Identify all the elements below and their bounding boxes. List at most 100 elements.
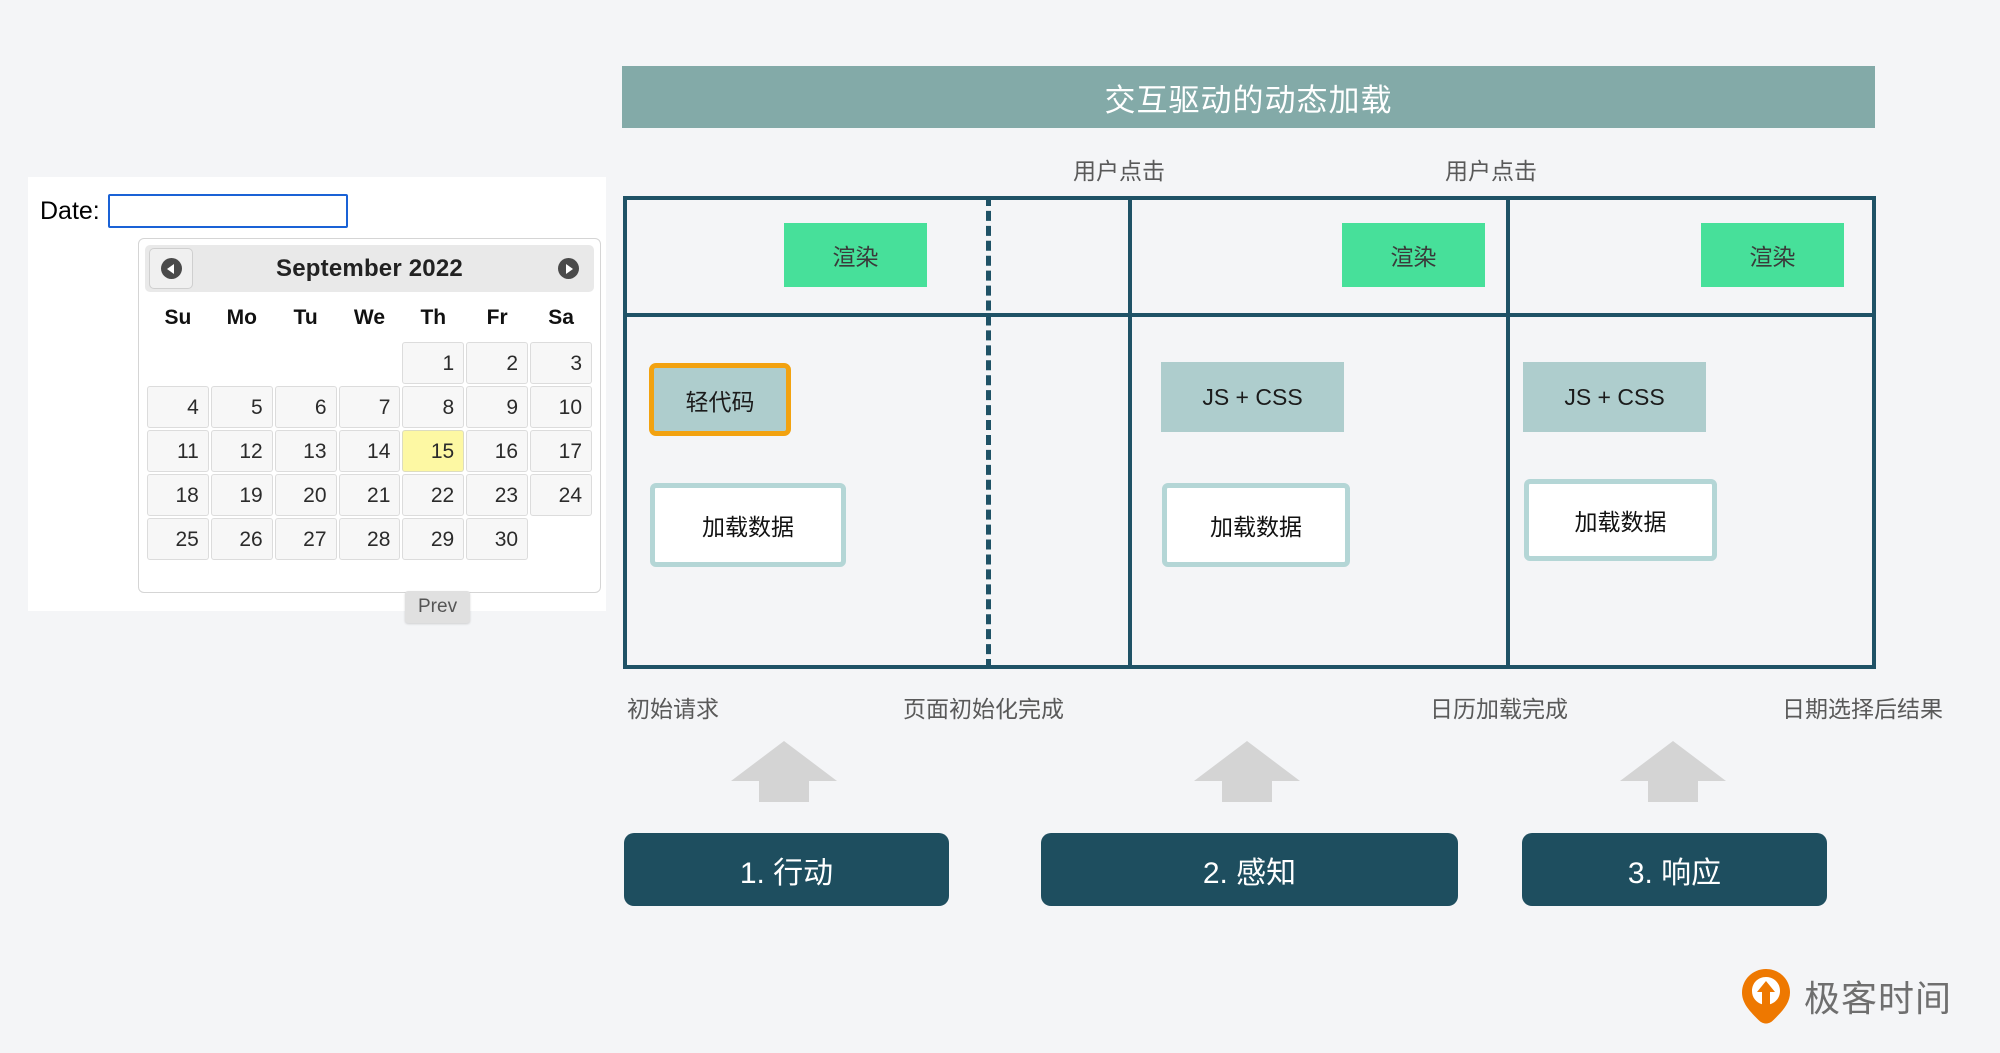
calendar-day-cell[interactable]: 13 bbox=[274, 430, 337, 472]
calendar-day-cell[interactable]: 25 bbox=[147, 518, 209, 560]
stage-label: 日历加载完成 bbox=[1430, 696, 1568, 722]
render-box: 渲染 bbox=[784, 223, 927, 287]
calendar-day-cell[interactable]: 9 bbox=[466, 386, 529, 428]
calendar-day-cell[interactable]: 2 bbox=[466, 342, 529, 384]
render-box: 渲染 bbox=[1342, 223, 1485, 287]
up-arrow-icon bbox=[1620, 741, 1726, 802]
triangle-right-glyph bbox=[565, 263, 573, 274]
date-label: Date: bbox=[40, 196, 100, 225]
calendar-day-container: 26 bbox=[210, 518, 273, 560]
phase-button-action[interactable]: 1. 行动 bbox=[624, 833, 949, 906]
calendar-day-container: 18 bbox=[147, 474, 209, 516]
calendar-day-cell[interactable]: 5 bbox=[210, 386, 273, 428]
matrix-vertical-divider bbox=[1506, 196, 1510, 669]
calendar-day-cell[interactable]: 14 bbox=[338, 430, 401, 472]
up-arrow-icon bbox=[1194, 741, 1300, 802]
calendar-day-container: 21 bbox=[338, 474, 401, 516]
calendar-day-cell[interactable]: 19 bbox=[210, 474, 273, 516]
calendar-day-cell[interactable]: 6 bbox=[274, 386, 337, 428]
load-data-box: 加载数据 bbox=[1524, 479, 1717, 561]
watermark: 极客时间 bbox=[1740, 968, 1952, 1024]
calendar-day-cell[interactable]: 23 bbox=[466, 474, 529, 516]
calendar-day-cell[interactable]: 4 bbox=[147, 386, 209, 428]
datepicker-demo-panel: Date: September 2022 Su Mo Tu bbox=[28, 177, 606, 623]
phase-button-perception[interactable]: 2. 感知 bbox=[1041, 833, 1458, 906]
calendar-month-title: September 2022 bbox=[276, 254, 463, 282]
calendar-day-cell[interactable]: 1 bbox=[402, 342, 465, 384]
matrix-vertical-divider bbox=[1128, 196, 1132, 669]
calendar-header: September 2022 bbox=[145, 245, 594, 292]
calendar-day-cell[interactable]: 7 bbox=[338, 386, 401, 428]
calendar-day-container: 5 bbox=[210, 386, 273, 428]
calendar-day-cell[interactable]: 11 bbox=[147, 430, 209, 472]
calendar-day-container: 28 bbox=[338, 518, 401, 560]
timeline-matrix: 渲染 渲染 渲染 轻代码 JS + CSS JS + CSS 加载数据 加载数据… bbox=[623, 196, 1876, 669]
weekday-header: Th bbox=[420, 306, 447, 329]
stage-label: 页面初始化完成 bbox=[903, 696, 1064, 722]
matrix-horizontal-divider bbox=[623, 313, 1876, 317]
calendar-day-container: 6 bbox=[274, 386, 337, 428]
calendar-day-container: 1 bbox=[402, 342, 465, 384]
next-arrow-icon[interactable] bbox=[546, 248, 590, 289]
calendar-day-container: 9 bbox=[466, 386, 529, 428]
tech-box: JS + CSS bbox=[1161, 362, 1344, 432]
prev-tooltip: Prev bbox=[405, 591, 471, 623]
calendar-day-container: 7 bbox=[338, 386, 401, 428]
calendar-day-cell[interactable]: 29 bbox=[402, 518, 465, 560]
calendar-day-container: 19 bbox=[210, 474, 273, 516]
calendar-day-cell[interactable]: 20 bbox=[274, 474, 337, 516]
calendar-day-cell[interactable]: 8 bbox=[402, 386, 465, 428]
weekday-header: Tu bbox=[293, 306, 318, 329]
calendar-day-container: 3 bbox=[530, 342, 592, 384]
calendar-day-cell[interactable]: 3 bbox=[530, 342, 592, 384]
next-arrow-circle bbox=[557, 258, 579, 279]
calendar-day-cell[interactable]: 27 bbox=[274, 518, 337, 560]
calendar-day-cell[interactable]: 15 bbox=[402, 430, 465, 472]
calendar-day-cell[interactable]: 17 bbox=[530, 430, 592, 472]
calendar-day-cell[interactable]: 30 bbox=[466, 518, 529, 560]
calendar-day-cell[interactable]: 10 bbox=[530, 386, 592, 428]
calendar-day-cell[interactable]: 12 bbox=[210, 430, 273, 472]
calendar-day-container: 17 bbox=[530, 430, 592, 472]
calendar-day-cell[interactable]: 21 bbox=[338, 474, 401, 516]
calendar-day-cell[interactable]: 26 bbox=[210, 518, 273, 560]
diagram-title: 交互驱动的动态加载 bbox=[622, 66, 1875, 128]
calendar-day-container: 27 bbox=[274, 518, 337, 560]
render-box: 渲染 bbox=[1701, 223, 1844, 287]
calendar-day-cell[interactable]: 18 bbox=[147, 474, 209, 516]
load-data-box: 加载数据 bbox=[1162, 483, 1350, 567]
calendar-day-cell[interactable]: 24 bbox=[530, 474, 592, 516]
weekday-header: Fr bbox=[486, 306, 508, 329]
calendar-day-container: 4 bbox=[147, 386, 209, 428]
calendar-day-container: 30 bbox=[466, 518, 529, 560]
calendar-day-cell[interactable]: 16 bbox=[466, 430, 529, 472]
calendar-day-container: 25 bbox=[147, 518, 209, 560]
calendar-day-cell[interactable]: 22 bbox=[402, 474, 465, 516]
load-data-box: 加载数据 bbox=[650, 483, 846, 567]
calendar-day-container: 29 bbox=[402, 518, 465, 560]
tech-box-highlighted: 轻代码 bbox=[649, 363, 791, 436]
user-click-label: 用户点击 bbox=[1073, 158, 1165, 184]
calendar-day-container: 14 bbox=[338, 430, 401, 472]
calendar-day-container: 2 bbox=[466, 342, 529, 384]
calendar-day-container: 20 bbox=[274, 474, 337, 516]
matrix-dashed-divider bbox=[986, 196, 991, 669]
calendar-day-container: 8 bbox=[402, 386, 465, 428]
weekday-header: Sa bbox=[548, 306, 574, 329]
calendar-weekday-row: Su Mo Tu We Th Fr Sa bbox=[147, 300, 592, 340]
weekday-header: Mo bbox=[226, 306, 257, 329]
watermark-text: 极客时间 bbox=[1804, 978, 1953, 1019]
phase-button-response[interactable]: 3. 响应 bbox=[1522, 833, 1827, 906]
date-input[interactable] bbox=[107, 194, 348, 228]
calendar-day-cell[interactable]: 28 bbox=[338, 518, 401, 560]
prev-arrow-icon[interactable] bbox=[149, 248, 193, 289]
calendar-day-container: 10 bbox=[530, 386, 592, 428]
calendar-day-container: 11 bbox=[147, 430, 209, 472]
